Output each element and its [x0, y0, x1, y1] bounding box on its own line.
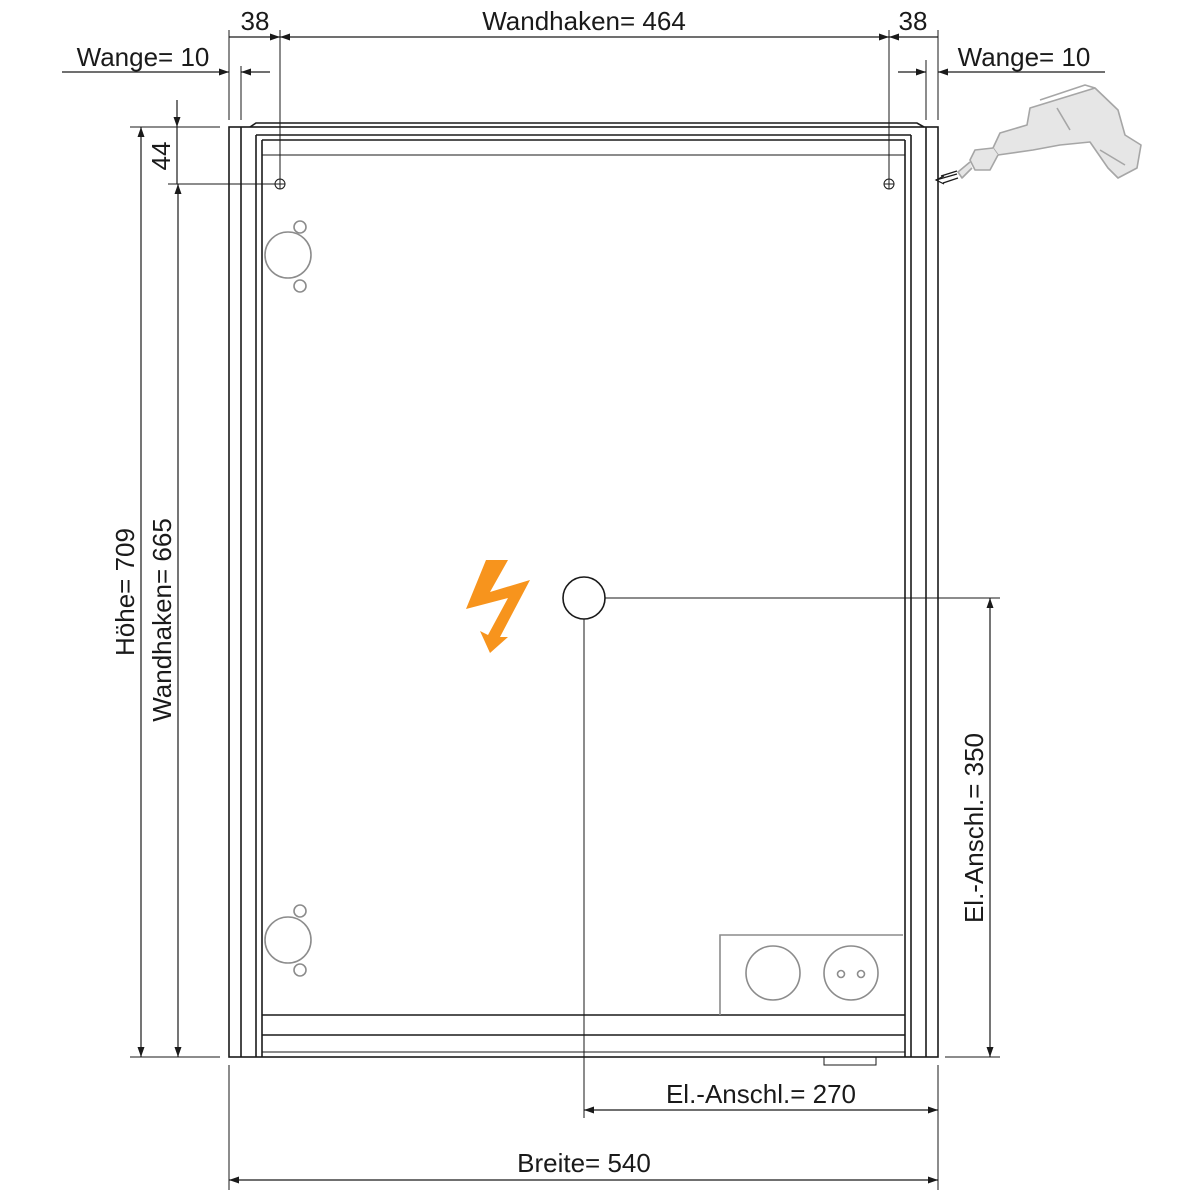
dim-el-horizontal-label: El.-Anschl.= 270: [666, 1079, 856, 1109]
dim-wange-left-label: Wange= 10: [77, 42, 210, 72]
drill-icon: [957, 84, 1142, 179]
extension-lines: [130, 30, 1000, 1190]
dim-offset-left: 38: [241, 6, 270, 36]
hinge-bottom: [264, 904, 312, 977]
dim-wange-right-label: Wange= 10: [958, 42, 1091, 72]
wall-hook-hole-right: [883, 178, 895, 190]
dim-breite-label: Breite= 540: [517, 1148, 651, 1178]
lightning-bolt-icon: [466, 560, 530, 653]
dim-hoehe-label: Höhe= 709: [110, 528, 140, 656]
dim-el-vertical-label: El.-Anschl.= 350: [959, 733, 989, 923]
hinge-top: [264, 220, 312, 293]
dim-wandhaken-height-label: Wandhaken= 665: [147, 518, 177, 722]
wall-hook-hole-left: [274, 178, 286, 190]
electrical-connection-point: [562, 576, 606, 620]
dim-top-offset-label: 44: [146, 142, 176, 171]
dim-offset-right: 38: [899, 6, 928, 36]
drill-arrow: [934, 170, 959, 185]
power-socket-icon: [719, 934, 903, 1015]
dim-wandhaken-width: Wandhaken= 464: [482, 6, 686, 36]
